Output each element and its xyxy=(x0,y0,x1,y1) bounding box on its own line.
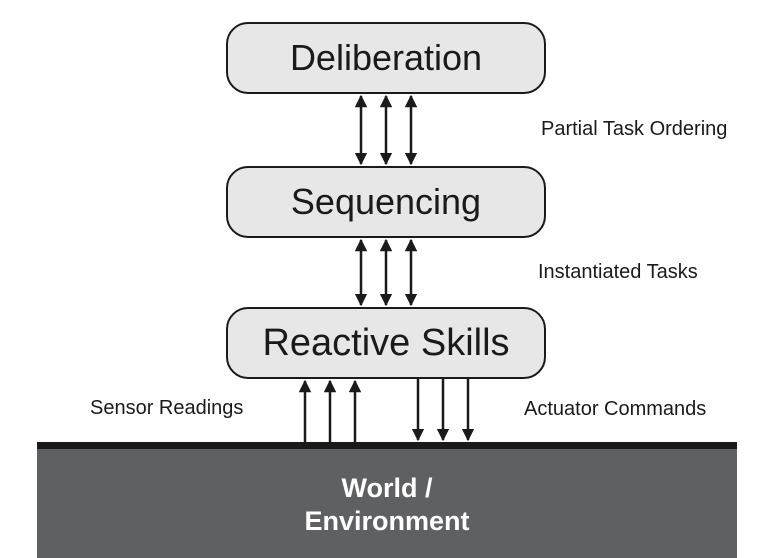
partial-task-ordering-label: Partial Task Ordering xyxy=(541,118,728,140)
world-label-line2: Environment xyxy=(304,506,470,536)
world-label-line1: World / xyxy=(341,473,433,503)
ground-line xyxy=(37,442,737,449)
sensor-readings-label: Sensor Readings xyxy=(90,397,244,419)
world-environment-block xyxy=(37,448,737,558)
reactive-skills-layer-box: Reactive Skills xyxy=(226,307,546,379)
deliberation-label: Deliberation xyxy=(289,37,483,78)
sequencing-layer-box: Sequencing xyxy=(226,166,546,238)
sequencing-label: Sequencing xyxy=(290,181,482,222)
deliberation-layer-box: Deliberation xyxy=(226,22,546,94)
world-environment-label: World / Environment xyxy=(37,472,737,538)
actuator-commands-label: Actuator Commands xyxy=(524,398,707,420)
instantiated-tasks-label: Instantiated Tasks xyxy=(538,261,698,283)
reactive-skills-label: Reactive Skills xyxy=(262,321,510,364)
